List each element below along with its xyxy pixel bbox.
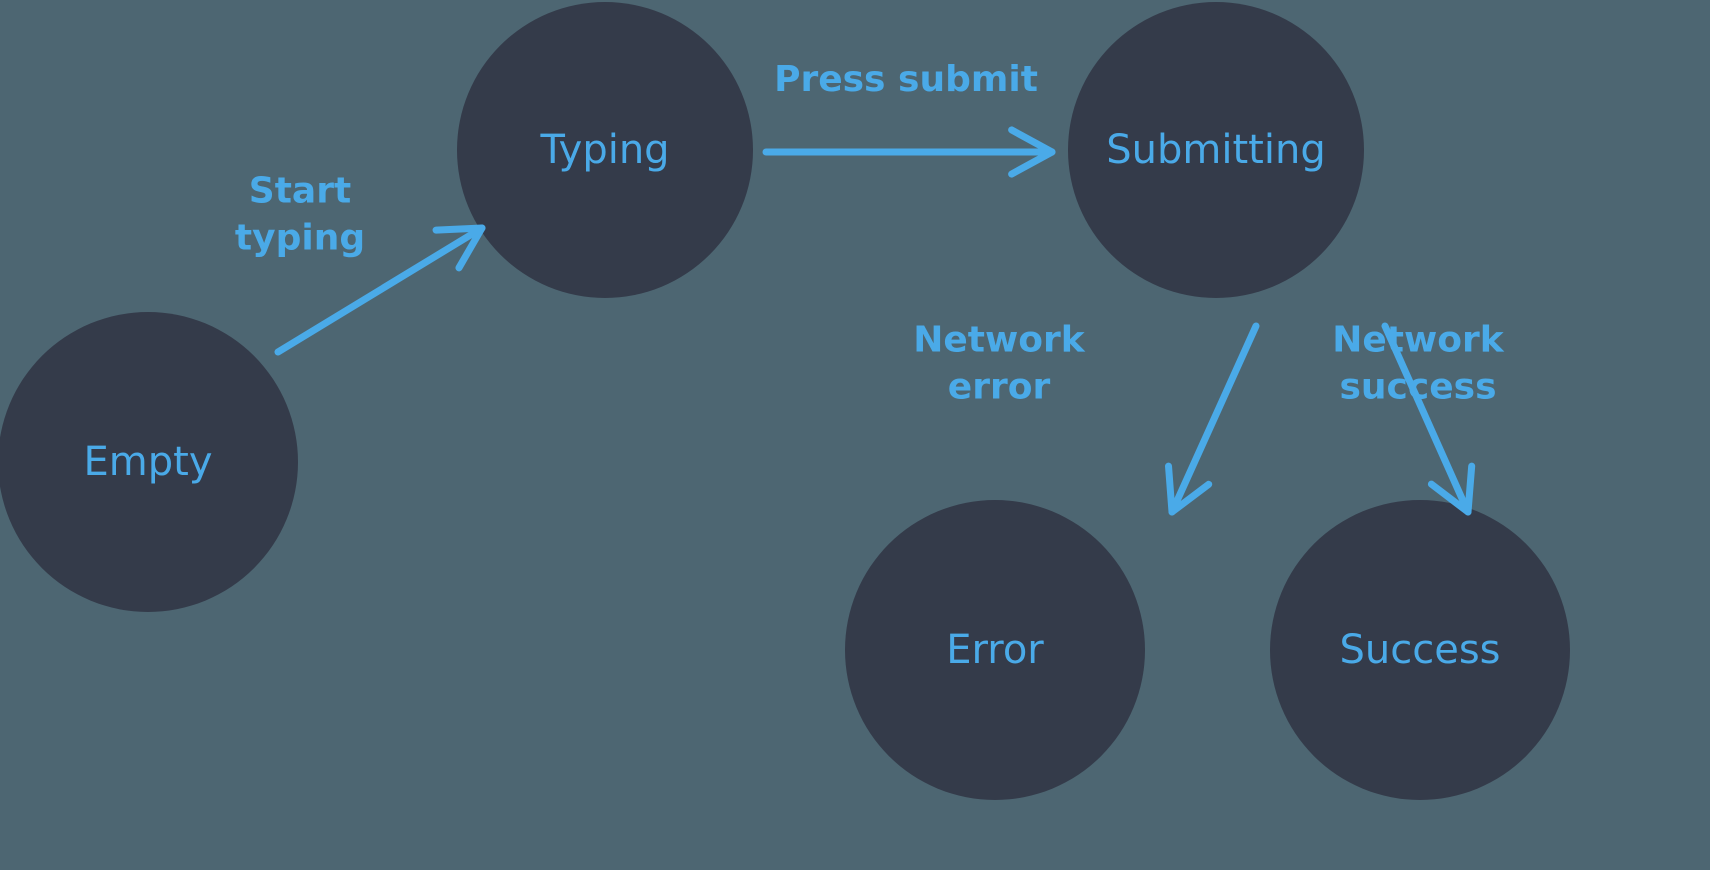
edge-label-line: typing <box>235 218 365 259</box>
edge-submitting-to-error-label: Network error <box>913 320 1085 408</box>
edge-submitting-to-error-line <box>1168 322 1260 516</box>
edge-label-line: error <box>948 367 1051 408</box>
node-success-circle[interactable] <box>1270 500 1570 800</box>
edge-submitting-to-error: Network error <box>913 320 1260 516</box>
node-typing-label: Typing <box>539 127 669 173</box>
edge-typing-to-submitting-arrowhead <box>1008 126 1056 178</box>
edge-submitting-to-success: Network success <box>1332 320 1505 516</box>
node-empty[interactable]: Empty <box>0 312 298 612</box>
edge-submitting-to-success-line <box>1381 322 1472 516</box>
edge-label-line: Network <box>913 320 1085 361</box>
node-submitting[interactable]: Submitting <box>1068 2 1364 298</box>
edge-empty-to-typing-label: Start typing <box>235 171 365 259</box>
edge-submitting-to-success-label: Network success <box>1332 320 1504 408</box>
node-success[interactable]: Success <box>1270 500 1570 800</box>
node-error[interactable]: Error <box>845 500 1145 800</box>
edge-typing-to-submitting-label: Press submit <box>774 59 1038 100</box>
node-success-label: Success <box>1339 627 1500 673</box>
edge-submitting-to-success-arrowhead <box>1427 462 1476 516</box>
node-typing[interactable]: Typing <box>457 2 753 298</box>
edge-label-line: Start <box>249 171 351 212</box>
edge-label-line: Network <box>1332 320 1504 361</box>
edge-empty-to-typing-arrowhead <box>432 224 486 272</box>
edge-typing-to-submitting: Press submit <box>762 59 1056 178</box>
edge-submitting-to-error-arrowhead <box>1165 462 1213 516</box>
node-empty-label: Empty <box>84 439 213 485</box>
node-submitting-label: Submitting <box>1106 127 1325 173</box>
node-error-circle[interactable] <box>845 500 1145 800</box>
edge-label-line: Press submit <box>774 59 1038 100</box>
node-submitting-circle[interactable] <box>1068 2 1364 298</box>
edge-empty-to-typing: Start typing <box>235 171 486 356</box>
node-typing-circle[interactable] <box>457 2 753 298</box>
node-empty-circle[interactable] <box>0 312 298 612</box>
edge-empty-to-typing-line <box>274 224 486 356</box>
node-error-label: Error <box>946 627 1044 673</box>
edge-label-line: success <box>1339 367 1496 408</box>
